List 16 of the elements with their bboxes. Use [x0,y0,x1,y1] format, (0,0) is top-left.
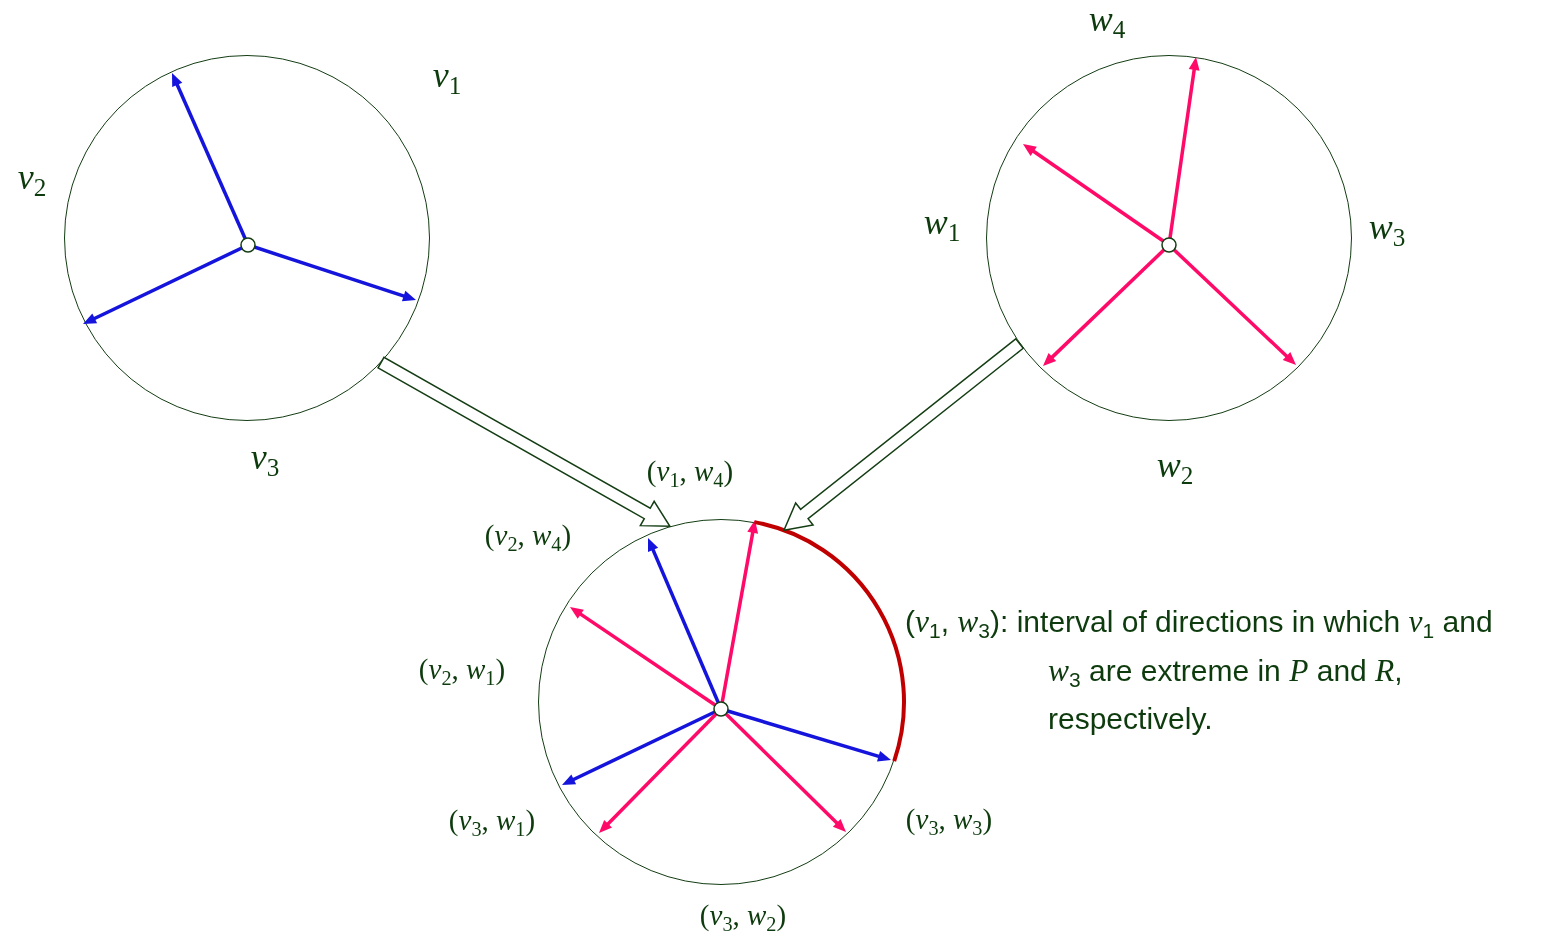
vector-label: w$_{3}$ [1368,207,1406,253]
vector-label: w$_{2}$ [1156,445,1194,491]
vector-label: (v$_{3}$, w$_{2}$) [699,900,787,936]
vector-label: w$_{1}$ [923,202,961,248]
hollow-arrow [782,337,1025,532]
hollow-arrow [377,356,672,528]
vector-label: (v$_{3}$, w$_{1}$) [448,805,536,841]
vector-label: v$_{2}$ [17,157,47,203]
vector-label: (v$_{1}$, w$_{4}$) [646,456,734,492]
vector-label: v$_{1}$ [432,55,462,101]
vector-label: v$_{3}$ [250,437,280,483]
note-text: (v$_{1}$, w$_{3}$): interval of directions in which v$_{1}$ and w$_{3}$ are extreme in P and R, respectively. [905,603,1494,737]
vector-label: (v$_{2}$, w$_{4}$) [484,520,572,556]
vector-label: w$_{4}$ [1088,0,1126,45]
vector-label: (v$_{2}$, w$_{1}$) [418,654,506,690]
vector-label: (v$_{3}$, w$_{3}$) [905,804,993,840]
